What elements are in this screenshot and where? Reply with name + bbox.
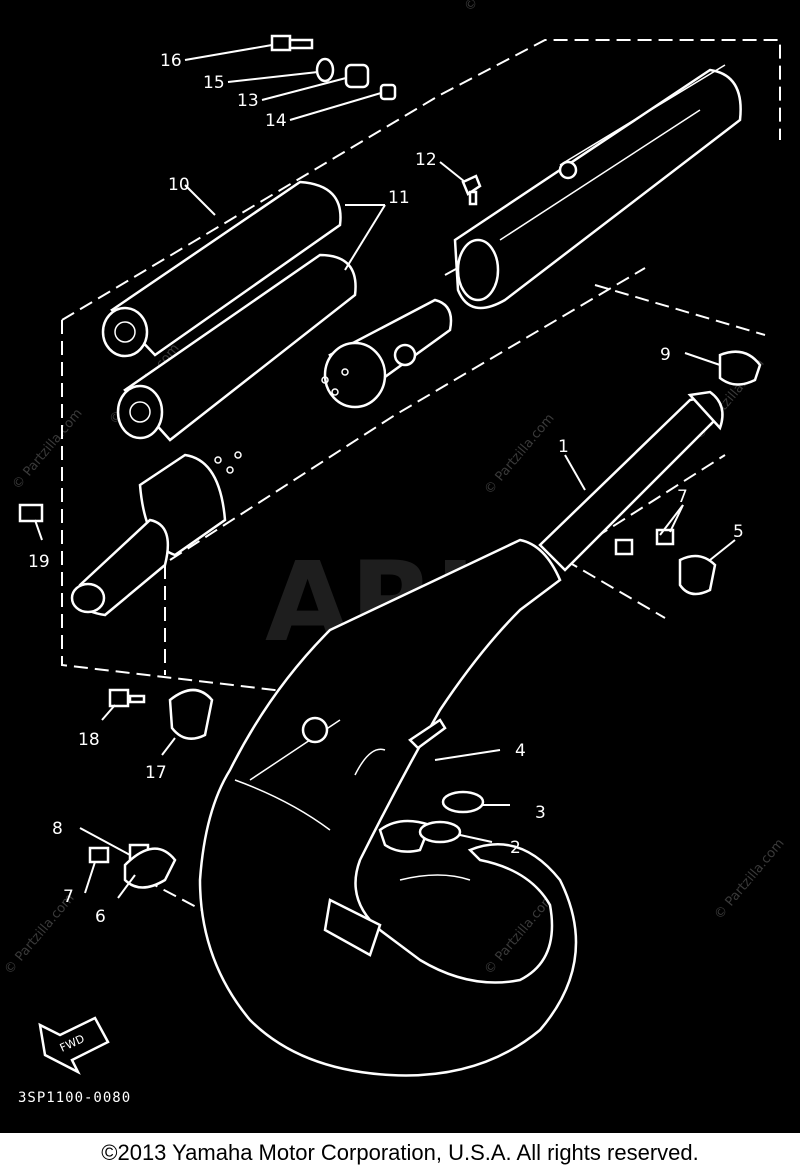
bolt-12: [461, 174, 482, 196]
bolt-7a: [614, 538, 634, 556]
packing-wool: [101, 180, 357, 442]
silencer-cover: [453, 64, 742, 310]
callout-8: 8: [52, 819, 63, 839]
callout-3: 3: [535, 803, 546, 823]
callout-19: 19: [28, 552, 50, 572]
watermark: © Partzilla.com: [712, 836, 788, 922]
bolt-19: [18, 503, 44, 523]
collar-14: [379, 83, 397, 101]
bolt-18: [108, 688, 130, 708]
leader-lines: [34, 44, 736, 899]
callout-9: 9: [660, 345, 671, 365]
ring-2: [418, 820, 462, 844]
callout-15: 15: [203, 73, 225, 93]
callout-labels: 16 15 13 14 12 10 11 9 1 19 7 5 18 17 4 …: [28, 51, 744, 927]
watermark: © Partzilla.com: [482, 411, 558, 497]
callout-16: 16: [160, 51, 182, 71]
callout-2: 2: [510, 838, 521, 858]
washer-15: [315, 57, 335, 83]
callout-11: 11: [388, 188, 410, 208]
bolt-7c: [88, 846, 110, 864]
spring-4: [408, 718, 447, 750]
exhaust-chamber: [198, 390, 724, 1077]
ring-3: [441, 790, 485, 814]
callout-7b: 7: [63, 887, 74, 907]
callout-1: 1: [558, 437, 569, 457]
drawing-code: 3SP1100-0080: [18, 1090, 132, 1106]
callout-18: 18: [78, 730, 100, 750]
gasket-6: [123, 847, 177, 889]
hardware-parts: [18, 34, 762, 889]
inner-pipe: [214, 298, 453, 474]
copyright-footer: ©2013 Yamaha Motor Corporation, U.S.A. A…: [0, 1133, 800, 1173]
clamp-part: [168, 688, 214, 740]
callout-6: 6: [95, 907, 106, 927]
callout-12: 12: [415, 150, 437, 170]
watermark: © Partzilla.com: [462, 0, 538, 15]
callout-7: 7: [677, 487, 688, 507]
silencer-body: [70, 453, 227, 617]
callout-13: 13: [237, 91, 259, 111]
callout-10: 10: [168, 175, 190, 195]
callout-5: 5: [733, 522, 744, 542]
callout-17: 17: [145, 763, 167, 783]
callout-4: 4: [515, 741, 526, 761]
gasket-5: [678, 554, 717, 596]
fwd-arrow-icon: FWD: [38, 1016, 110, 1075]
callout-14: 14: [265, 111, 287, 131]
exhaust-parts-diagram: ARI © Partzilla.com © Partzilla.com © Pa…: [2, 0, 788, 1077]
grommet-13: [344, 63, 370, 89]
gasket-9: [718, 350, 762, 386]
bolt-16: [270, 34, 292, 52]
watermark: © Partzilla.com: [10, 406, 86, 492]
